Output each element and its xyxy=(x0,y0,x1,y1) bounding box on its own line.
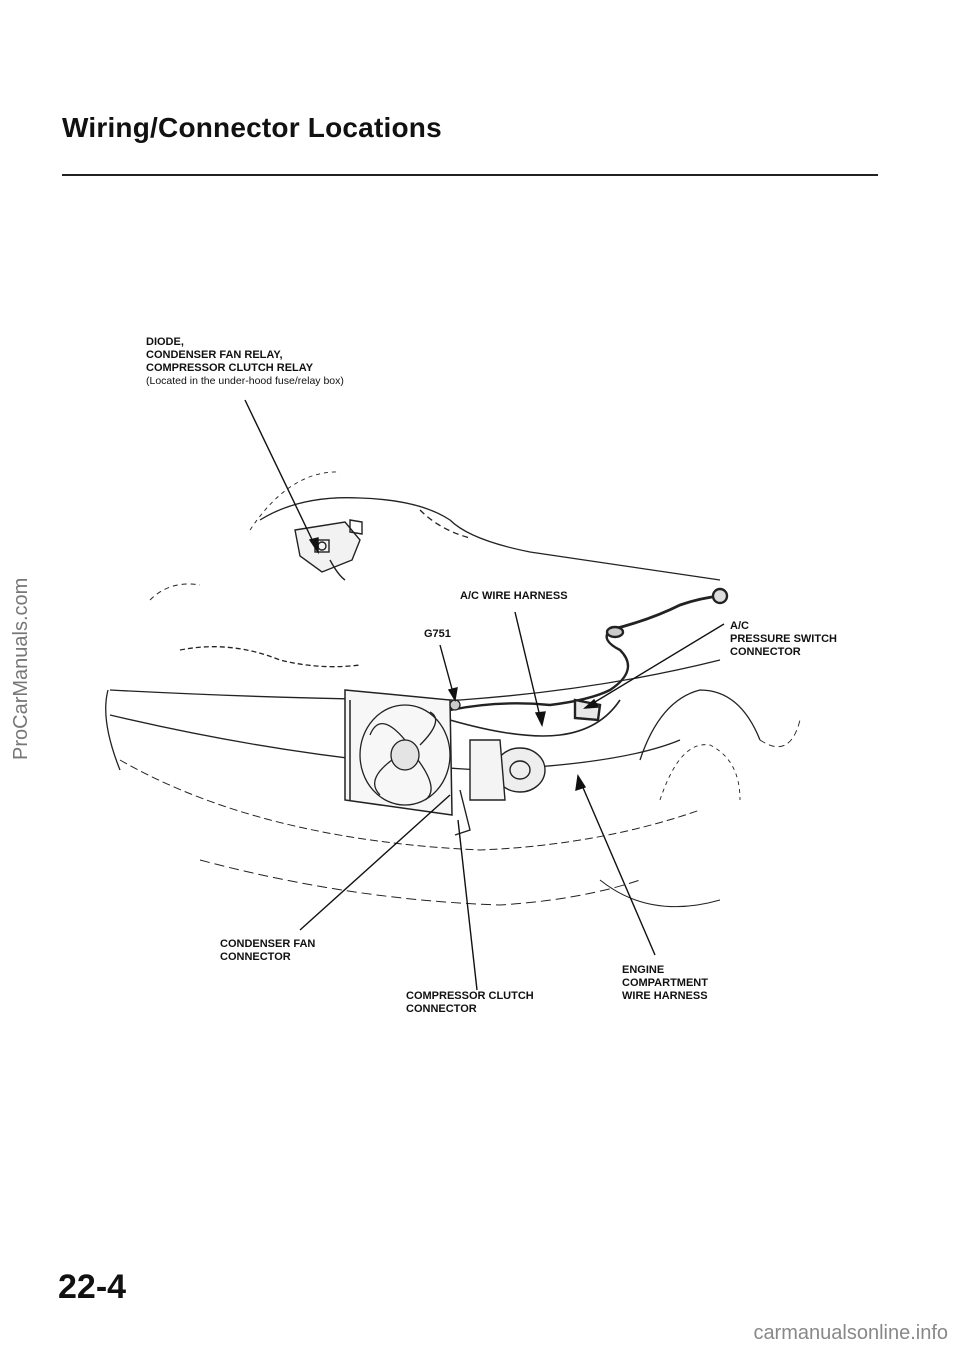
leader-lines xyxy=(244,399,725,991)
leader-ac-pressure xyxy=(584,623,725,709)
leader-compressor-clutch xyxy=(457,819,478,991)
ac-pressure-switch-label: A/C PRESSURE SWITCH CONNECTOR xyxy=(730,620,837,659)
g751-label: G751 xyxy=(424,628,451,640)
tire-line xyxy=(599,879,721,908)
leader-ac-harness xyxy=(514,611,543,726)
condenser-fan-connector-label: CONDENSER FAN CONNECTOR xyxy=(220,938,315,964)
hood-rear-line xyxy=(249,471,341,531)
title-rule xyxy=(62,174,878,176)
condenser-fan xyxy=(359,704,451,806)
wheel-arch xyxy=(639,689,761,761)
ac-pressure-label-line2: PRESSURE SWITCH xyxy=(730,633,837,645)
engine-harness-label-line3: WIRE HARNESS xyxy=(622,990,708,1002)
ac-wire-harness-label: A/C WIRE HARNESS xyxy=(460,590,568,602)
bumper-top xyxy=(109,659,721,701)
leader-engine-harness xyxy=(577,775,656,956)
bumper-lower xyxy=(119,759,701,851)
lamp-line xyxy=(179,646,361,668)
bumper-bottom xyxy=(199,859,641,906)
relay-box-label-line2: CONDENSER FAN RELAY, xyxy=(146,349,283,361)
leader-relay-box xyxy=(244,399,319,553)
engine-harness-label-line2: COMPARTMENT xyxy=(622,977,708,989)
engine-compartment-harness-label: ENGINE COMPARTMENT WIRE HARNESS xyxy=(622,964,708,1003)
hood-outline xyxy=(259,497,721,581)
ac-harness xyxy=(449,587,729,737)
leader-condenser-fan xyxy=(299,794,451,931)
page-title: Wiring/Connector Locations xyxy=(62,112,442,143)
engine-harness-label-line1: ENGINE xyxy=(622,964,665,976)
wheel-arch-inner xyxy=(659,744,741,801)
relay-box-label: DIODE, CONDENSER FAN RELAY, COMPRESSOR C… xyxy=(146,336,344,388)
hood-edge xyxy=(419,509,471,539)
fender-left xyxy=(149,583,201,601)
bottom-watermark: carmanualsonline.info xyxy=(753,1322,948,1344)
side-watermark: ProCarManuals.com xyxy=(10,577,32,760)
body-right xyxy=(759,719,801,748)
compressor-clutch-connector-label: COMPRESSOR CLUTCH CONNECTOR xyxy=(406,990,534,1016)
compressor-clutch-label-line1: COMPRESSOR CLUTCH xyxy=(406,990,534,1002)
ac-pressure-label-line1: A/C xyxy=(730,620,749,632)
relay-box-label-line4: (Located in the under-hood fuse/relay bo… xyxy=(146,375,344,387)
page-number: 22-4 xyxy=(58,1268,127,1306)
compressor-clutch-label-line2: CONNECTOR xyxy=(406,1003,477,1015)
condenser-fan-label-line1: CONDENSER FAN xyxy=(220,938,316,950)
relay-box-label-line3: COMPRESSOR CLUTCH RELAY xyxy=(146,362,314,374)
bumper-mid xyxy=(109,714,681,771)
condenser-fan-label-line2: CONNECTOR xyxy=(220,951,291,963)
front-left-edge xyxy=(105,689,121,771)
relay-box xyxy=(294,519,363,581)
compressor xyxy=(454,739,546,836)
relay-box-label-line1: DIODE, xyxy=(146,336,184,348)
ac-pressure-label-line3: CONNECTOR xyxy=(730,646,801,658)
g751-ground xyxy=(449,699,461,711)
